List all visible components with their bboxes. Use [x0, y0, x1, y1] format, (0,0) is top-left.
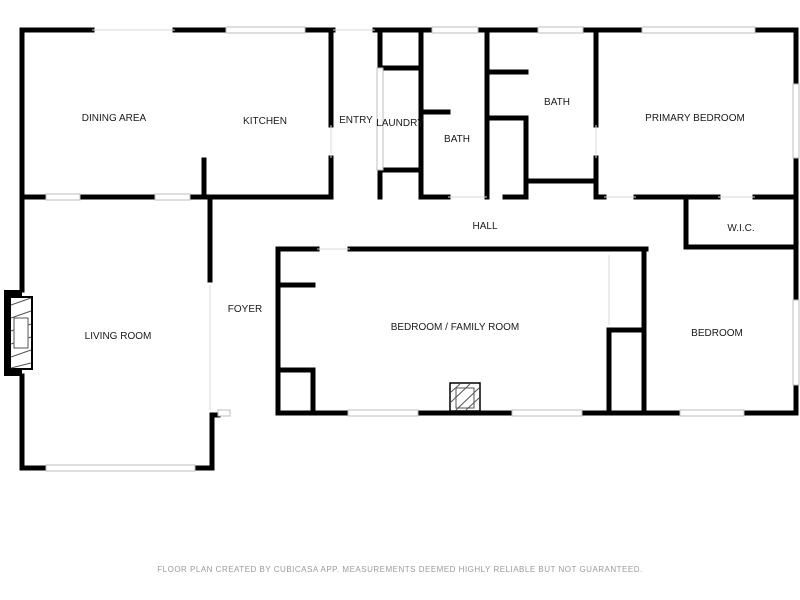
- label-living-room: LIVING ROOM: [85, 331, 152, 342]
- label-dining-area: DINING AREA: [82, 113, 147, 124]
- label-entry: ENTRY: [339, 115, 373, 126]
- family-room-fireplace: [449, 382, 481, 412]
- label-foyer: FOYER: [228, 304, 262, 315]
- footer-disclaimer: FLOOR PLAN CREATED BY CUBICASA APP. MEAS…: [157, 565, 643, 574]
- walls: [19, 27, 799, 471]
- label-hall: HALL: [472, 221, 497, 232]
- label-primary-bedroom: PRIMARY BEDROOM: [645, 113, 745, 124]
- label-bath-1: BATH: [444, 134, 470, 145]
- label-laundry: LAUNDRY: [376, 118, 424, 129]
- door-openings: [92, 29, 755, 410]
- living-room-fireplace: [4, 290, 33, 376]
- label-wic: W.I.C.: [727, 223, 754, 234]
- room-labels: DINING AREA KITCHEN ENTRY LAUNDRY BATH B…: [82, 97, 755, 342]
- label-bedroom-family-room: BEDROOM / FAMILY ROOM: [391, 322, 520, 333]
- label-bath-2: BATH: [544, 97, 570, 108]
- label-kitchen: KITCHEN: [243, 116, 287, 127]
- label-bedroom: BEDROOM: [691, 328, 743, 339]
- windows: [45, 26, 800, 472]
